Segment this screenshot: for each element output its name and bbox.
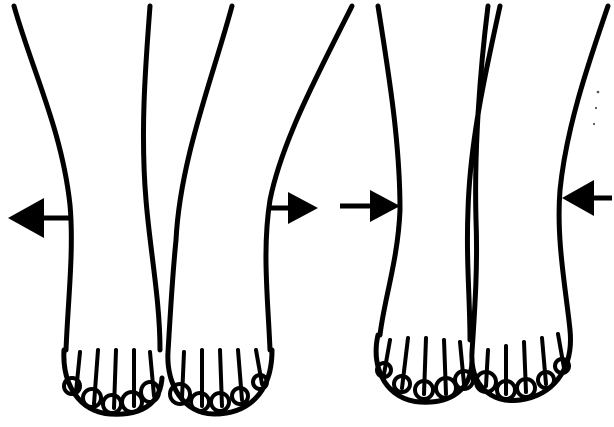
leg-outline-outer [14,6,71,350]
left-pair-arrow-right [270,192,318,224]
panel-left-pair [8,6,352,414]
leg-outline-outer [378,6,400,335]
left-pair-arrow-left [8,198,70,238]
speck-marks [593,91,599,125]
toe-tips [476,359,569,399]
leg-outline-outer [559,6,608,330]
left-pair-right-foot [168,6,352,414]
arrow-left-icon [562,180,594,216]
leg-outline-inner [143,6,160,350]
arrow-left-icon [8,198,44,238]
leg-outline-inner [168,6,232,352]
arrow-right-icon [288,192,318,224]
panel-right-pair [340,6,612,402]
leg-outline-inner [472,6,488,352]
arrow-right-icon [370,190,400,222]
right-pair-arrow-right [562,180,612,216]
leg-outline-outer [266,6,352,350]
right-pair-arrow-left [340,190,400,222]
